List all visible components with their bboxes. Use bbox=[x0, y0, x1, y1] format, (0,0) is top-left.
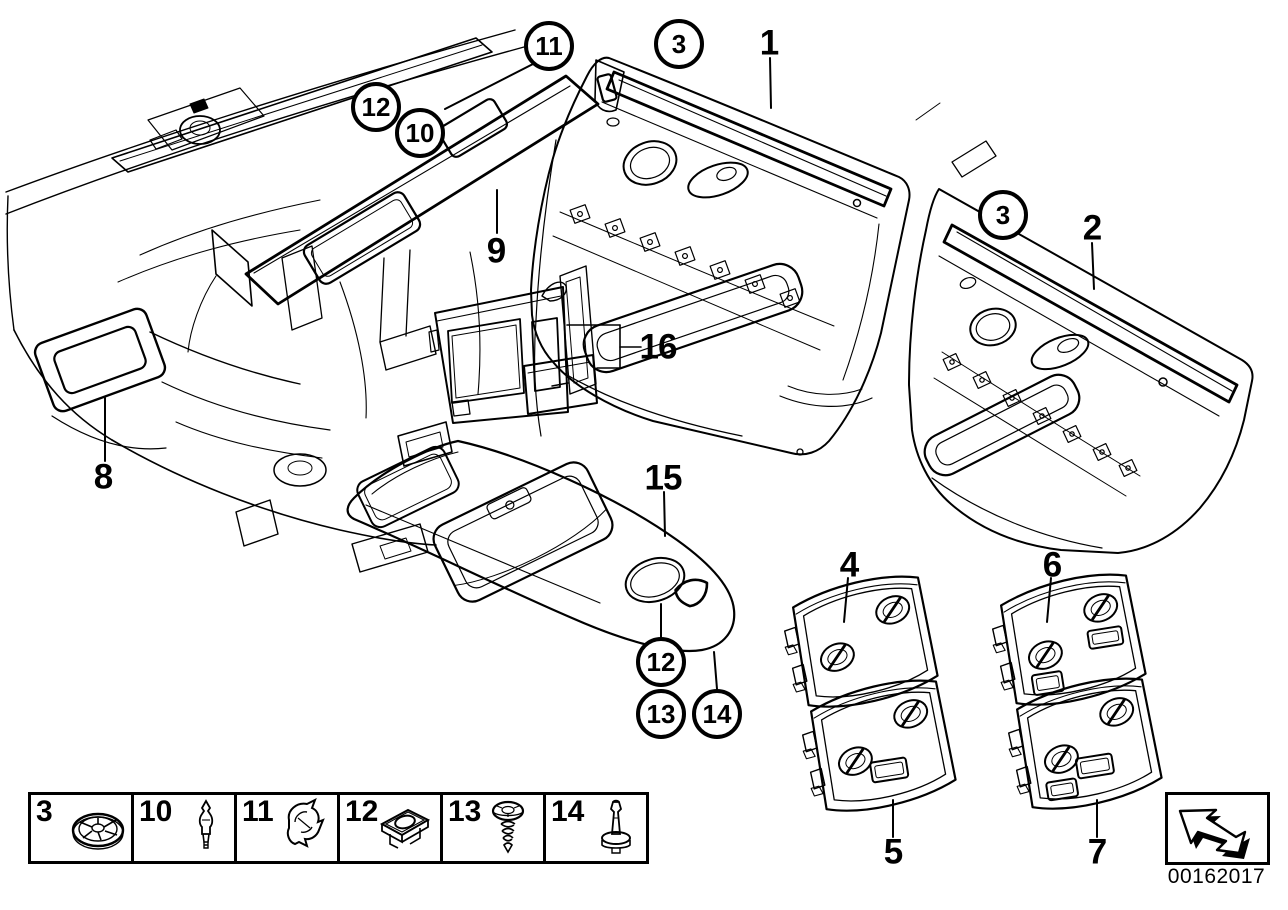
legend-number: 13 bbox=[448, 795, 482, 828]
callout-16[interactable]: 16 bbox=[639, 327, 678, 367]
callout-9[interactable]: 9 bbox=[486, 231, 506, 271]
legend-number: 3 bbox=[36, 795, 53, 828]
legend-number: 12 bbox=[345, 795, 379, 828]
expanding-rivet-icon bbox=[601, 799, 631, 854]
glovebox-trim-part16-illustration bbox=[428, 286, 598, 424]
callout-4[interactable]: 4 bbox=[839, 545, 859, 585]
callout-15[interactable]: 15 bbox=[644, 458, 683, 498]
back-arrow-icon bbox=[1178, 808, 1250, 859]
callout-circle-14[interactable]: 14 bbox=[692, 689, 742, 739]
sheet-metal-clip-icon bbox=[286, 798, 325, 848]
cage-nut-icon bbox=[379, 808, 431, 849]
push-on-washer-icon bbox=[71, 812, 125, 850]
nav-arrow-box bbox=[1165, 792, 1270, 865]
callout-circle-12-console[interactable]: 12 bbox=[636, 637, 686, 687]
rear-door-panel-illustration bbox=[908, 102, 1254, 554]
expanding-pin-icon bbox=[198, 799, 214, 849]
legend-cell-12: 12 bbox=[340, 795, 443, 861]
callout-circle-3-front-door[interactable]: 3 bbox=[654, 19, 704, 69]
legend-number: 14 bbox=[551, 795, 585, 828]
dashboard-illustration bbox=[5, 29, 600, 573]
callout-5[interactable]: 5 bbox=[883, 832, 903, 872]
document-number: 00162017 bbox=[1167, 865, 1266, 888]
callout-6[interactable]: 6 bbox=[1042, 545, 1062, 585]
side-trim-part8-illustration bbox=[33, 307, 167, 413]
rear-console-panel-7-illustration bbox=[1007, 677, 1163, 810]
fastener-legend: 3 10 11 bbox=[28, 792, 649, 864]
callout-circle-12-dashboard[interactable]: 12 bbox=[351, 82, 401, 132]
legend-cell-10: 10 bbox=[134, 795, 237, 861]
callout-8[interactable]: 8 bbox=[93, 457, 113, 497]
legend-cell-14: 14 bbox=[546, 795, 646, 861]
callout-circle-13[interactable]: 13 bbox=[636, 689, 686, 739]
part16-bracket bbox=[566, 324, 642, 369]
callout-1[interactable]: 1 bbox=[759, 23, 779, 63]
legend-number: 11 bbox=[242, 795, 274, 828]
self-tapping-screw-icon bbox=[491, 800, 525, 854]
legend-number: 10 bbox=[139, 795, 173, 828]
legend-cell-13: 13 bbox=[443, 795, 546, 861]
legend-cell-11: 11 bbox=[237, 795, 340, 861]
callout-circle-11[interactable]: 11 bbox=[524, 21, 574, 71]
callout-7[interactable]: 7 bbox=[1087, 832, 1107, 872]
callout-circle-3-rear-door[interactable]: 3 bbox=[978, 190, 1028, 240]
rear-console-panel-5-illustration bbox=[801, 679, 957, 812]
legend-cell-3: 3 bbox=[31, 795, 134, 861]
front-door-panel-illustration bbox=[530, 56, 911, 456]
rear-console-panel-6-illustration bbox=[991, 573, 1147, 706]
leader-lines bbox=[104, 57, 1098, 838]
callout-circle-10[interactable]: 10 bbox=[395, 108, 445, 158]
callout-2[interactable]: 2 bbox=[1082, 208, 1102, 248]
